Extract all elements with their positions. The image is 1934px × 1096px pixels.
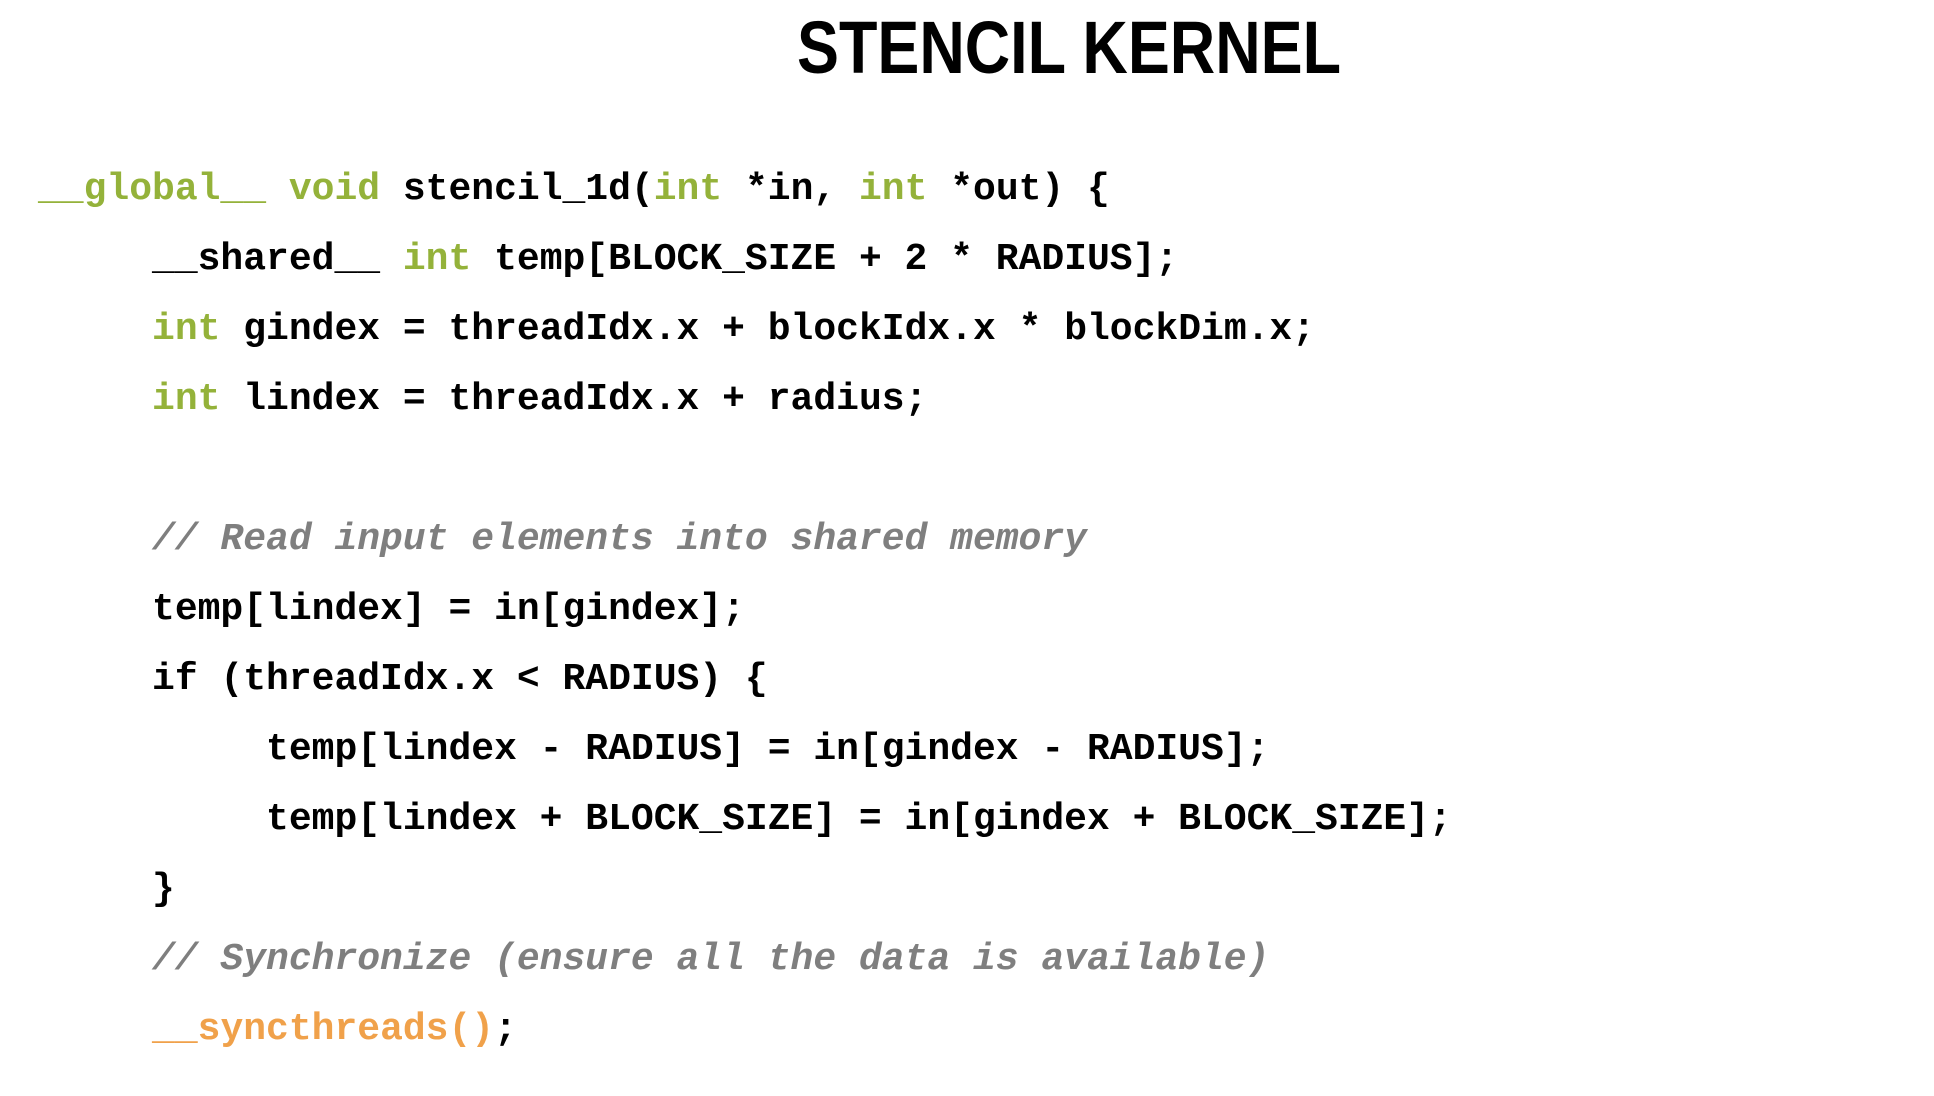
code-line: int gindex = threadIdx.x + blockIdx.x * … (38, 295, 1452, 365)
code-segment-plain (38, 308, 152, 351)
code-segment-keyword: int (858, 168, 928, 211)
code-segment-plain: if (threadIdx.x < RADIUS) { (38, 658, 768, 701)
code-segment-plain: __shared__ (38, 238, 403, 281)
code-segment-keyword: int (402, 238, 472, 281)
page-title: STENCIL KERNEL (796, 6, 1342, 89)
code-segment-plain: lindex = threadIdx.x + radius; (220, 378, 928, 421)
code-segment-keyword: int (653, 168, 723, 211)
code-segment-keyword: int (152, 378, 221, 421)
code-line: } (38, 855, 1452, 925)
code-segment-keyword: __global__ (38, 168, 267, 211)
code-line: // Synchronize (ensure all the data is a… (38, 925, 1452, 995)
code-segment-plain (266, 168, 289, 211)
code-line: temp[lindex - RADIUS] = in[gindex - RADI… (38, 715, 1452, 785)
code-segment-plain: ; (494, 1008, 517, 1051)
code-line: temp[lindex + BLOCK_SIZE] = in[gindex + … (38, 785, 1452, 855)
code-line: int lindex = threadIdx.x + radius; (38, 365, 1452, 435)
code-line: // Read input elements into shared memor… (38, 505, 1452, 575)
code-segment-plain: *in, (722, 168, 859, 211)
code-line: __shared__ int temp[BLOCK_SIZE + 2 * RAD… (38, 225, 1452, 295)
code-segment-plain: gindex = threadIdx.x + blockIdx.x * bloc… (220, 308, 1316, 351)
code-segment-sync: __syncthreads() (152, 1008, 495, 1051)
code-segment-plain (38, 378, 152, 421)
code-line (38, 435, 1452, 505)
code-line: temp[lindex] = in[gindex]; (38, 575, 1452, 645)
code-segment-comment: // Read input elements into shared memor… (38, 518, 1087, 561)
code-segment-plain: } (38, 868, 175, 911)
code-segment-keyword: void (288, 168, 381, 211)
code-line: if (threadIdx.x < RADIUS) { (38, 645, 1452, 715)
code-segment-keyword: int (152, 308, 221, 351)
code-segment-comment: // Synchronize (ensure all the data is a… (38, 938, 1270, 981)
code-line: __syncthreads(); (38, 995, 1452, 1065)
code-segment-plain: stencil_1d( (380, 168, 654, 211)
code-segment-plain: temp[lindex + BLOCK_SIZE] = in[gindex + … (38, 798, 1452, 841)
code-line: __global__ void stencil_1d(int *in, int … (38, 155, 1452, 225)
code-block: __global__ void stencil_1d(int *in, int … (38, 155, 1452, 1065)
code-segment-plain: temp[BLOCK_SIZE + 2 * RADIUS]; (471, 238, 1179, 281)
code-segment-plain: temp[lindex] = in[gindex]; (38, 588, 745, 631)
code-segment-plain: temp[lindex - RADIUS] = in[gindex - RADI… (38, 728, 1270, 771)
code-segment-plain (38, 1008, 152, 1051)
code-segment-plain: *out) { (927, 168, 1110, 211)
